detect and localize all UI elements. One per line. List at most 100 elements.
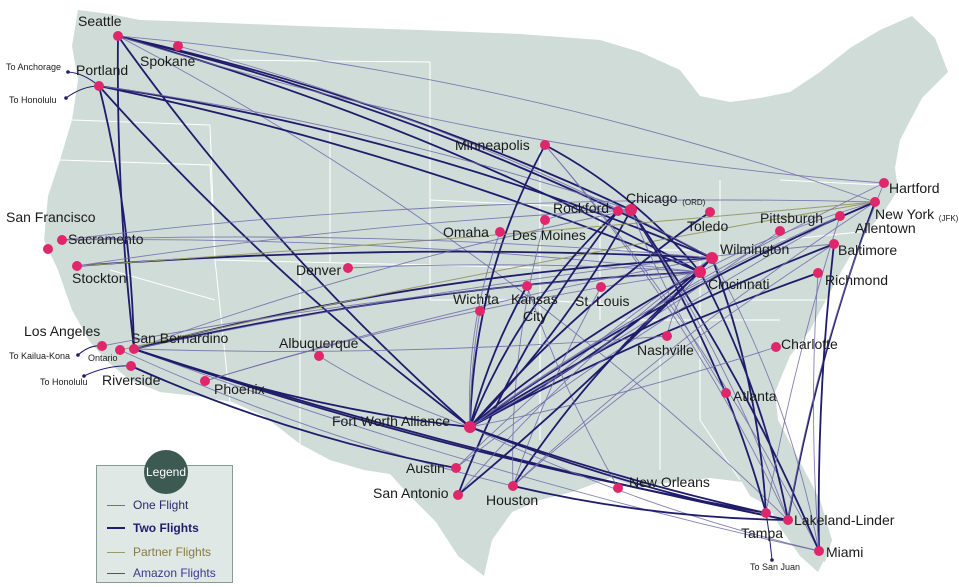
- city-dot-albuquerque[interactable]: [314, 351, 324, 361]
- florida-peninsula: [742, 482, 826, 572]
- city-dot-san_francisco[interactable]: [43, 244, 53, 254]
- city-dot-des_moines[interactable]: [540, 215, 550, 225]
- route-fort_worth-tampa: [469, 426, 767, 514]
- state-border: [779, 179, 881, 186]
- legend-label-one-flight: One Flight: [133, 498, 189, 512]
- city-dot-pittsburgh[interactable]: [775, 226, 785, 236]
- route-atlanta-chicago: [630, 209, 727, 394]
- city-label-austin: Austin: [406, 460, 445, 476]
- city-dot-omaha[interactable]: [495, 227, 505, 237]
- city-dot-hartford[interactable]: [879, 178, 889, 188]
- route-minneapolis-lakeland: [544, 144, 789, 521]
- city-dot-chicago[interactable]: [625, 204, 637, 216]
- city-dot-riverside[interactable]: [126, 361, 136, 371]
- city-label-allentown: Allentown: [855, 220, 916, 236]
- route-portland-cincinnati: [98, 85, 701, 273]
- route-chicago-lakeland: [630, 209, 789, 521]
- partner-line-icon: [107, 551, 125, 553]
- city-label-tampa: Tampa: [741, 525, 783, 541]
- city-dot-sacramento[interactable]: [57, 235, 67, 245]
- city-dot-minneapolis[interactable]: [540, 140, 550, 150]
- city-dot-los_angeles[interactable]: [97, 341, 107, 351]
- route-cincinnati-nashville: [666, 271, 701, 337]
- city-dot-houston[interactable]: [508, 481, 518, 491]
- route-chicago-fort_worth: [469, 209, 632, 428]
- city-label-richmond: Richmond: [825, 272, 888, 288]
- city-dot-allentown[interactable]: [835, 211, 845, 221]
- city-label-new_orleans: New Orleans: [629, 474, 710, 490]
- city-markers: [43, 31, 889, 556]
- route-austin-allentown: [455, 215, 841, 469]
- city-dot-rockford[interactable]: [613, 206, 623, 216]
- city-dot-wichita[interactable]: [475, 306, 485, 316]
- city-label-lakeland: Lakeland-Linder: [794, 512, 895, 528]
- route-kansas_city-fort_worth: [469, 285, 528, 428]
- city-label-omaha: Omaha: [443, 224, 489, 240]
- city-label-hartford: Hartford: [889, 180, 940, 196]
- city-dot-phoenix[interactable]: [200, 376, 210, 386]
- city-label-seattle: Seattle: [78, 13, 122, 29]
- route-kansas_city-new_orleans: [526, 285, 619, 489]
- city-label-toledo: Toledo: [687, 218, 728, 234]
- city-dot-toledo[interactable]: [705, 207, 715, 217]
- route-wichita-fort_worth: [469, 310, 481, 428]
- city-dot-austin[interactable]: [451, 463, 461, 473]
- route-fort_worth-richmond: [469, 272, 819, 428]
- city-dot-spokane[interactable]: [173, 41, 183, 51]
- route-cincinnati-lakeland: [699, 271, 789, 521]
- route-portland-san_bernardino: [98, 85, 135, 350]
- route-hartford-lakeland: [787, 182, 885, 521]
- legend-item-two-flights: Two Flights: [107, 521, 199, 535]
- city-dot-portland[interactable]: [94, 81, 104, 91]
- city-label-baltimore: Baltimore: [838, 242, 897, 258]
- city-dot-miami[interactable]: [814, 546, 824, 556]
- state-border: [539, 204, 601, 211]
- city-label-denver: Denver: [296, 262, 341, 278]
- city-dot-richmond[interactable]: [813, 268, 823, 278]
- city-label-san_francisco: San Francisco: [6, 209, 96, 225]
- external-destination-label: To San Juan: [750, 562, 800, 572]
- city-dot-san_bernardino[interactable]: [129, 344, 139, 354]
- city-dot-seattle[interactable]: [113, 31, 123, 41]
- city-dot-tampa[interactable]: [761, 508, 771, 518]
- legend-label-partner: Partner Flights: [133, 545, 212, 559]
- route-charlotte-fort_worth: [469, 346, 777, 428]
- city-dot-baltimore[interactable]: [829, 239, 839, 249]
- legend-label-two-flights: Two Flights: [133, 521, 199, 535]
- route-fort_worth-miami: [469, 426, 820, 552]
- city-dot-new_orleans[interactable]: [613, 483, 623, 493]
- city-sublabel-new_york: (JFK): [939, 214, 959, 223]
- route-san_bernardino-tampa: [133, 348, 767, 514]
- city-label-cincinnati: Cincinnati: [708, 276, 769, 292]
- arrowhead-icon: [64, 96, 68, 100]
- city-dot-fort_worth[interactable]: [464, 421, 476, 433]
- route-fort_worth-hartford: [469, 182, 885, 428]
- city-dot-san_antonio[interactable]: [453, 490, 463, 500]
- city-dot-denver[interactable]: [343, 263, 353, 273]
- city-dot-lakeland[interactable]: [783, 515, 793, 525]
- city-label-miami: Miami: [826, 544, 863, 560]
- city-dot-wilmington[interactable]: [706, 252, 718, 264]
- city-dot-cincinnati[interactable]: [694, 266, 706, 278]
- city-label-houston: Houston: [486, 492, 538, 508]
- city-label-atlanta: Atlanta: [733, 388, 777, 404]
- city-dot-ontario[interactable]: [115, 345, 125, 355]
- city-dot-stockton[interactable]: [72, 261, 82, 271]
- city-label-st_louis: St. Louis: [575, 293, 629, 309]
- route-rockford-fort_worth: [469, 210, 619, 428]
- city-dot-nashville[interactable]: [662, 331, 672, 341]
- route-ontario-new_york: [119, 201, 876, 351]
- city-dot-kansas_city[interactable]: [522, 281, 532, 291]
- city-dot-st_louis[interactable]: [596, 282, 606, 292]
- city-dot-charlotte[interactable]: [771, 342, 781, 352]
- legend-item-partner: Partner Flights: [107, 545, 211, 559]
- legend-label-amazon: Amazon Flights: [133, 566, 216, 580]
- route-spokane-wilmington: [177, 45, 713, 259]
- route-houston-new_york: [512, 201, 876, 487]
- city-dot-atlanta[interactable]: [721, 388, 731, 398]
- arrowhead-icon: [66, 70, 70, 74]
- route-hartford-seattle: [117, 35, 885, 184]
- city-dot-new_york[interactable]: [870, 197, 880, 207]
